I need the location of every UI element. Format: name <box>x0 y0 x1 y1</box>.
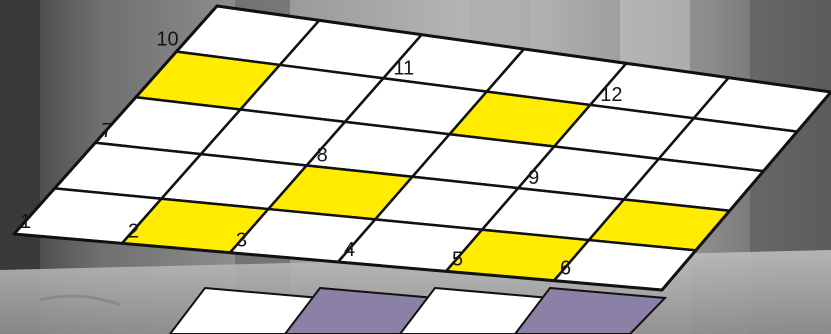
square-number-8: 8 <box>317 144 328 166</box>
square-number-4: 4 <box>344 239 355 261</box>
square-number-12: 12 <box>600 84 622 106</box>
square-number-2: 2 <box>128 220 139 242</box>
square-number-3: 3 <box>236 230 247 252</box>
square-number-11: 11 <box>393 57 414 79</box>
square-number-1: 1 <box>20 211 31 233</box>
square-number-10: 10 <box>156 29 178 51</box>
square-number-7: 7 <box>101 120 112 142</box>
square-number-5: 5 <box>452 248 463 270</box>
square-number-9: 9 <box>528 167 539 189</box>
square-number-6: 6 <box>560 258 571 280</box>
